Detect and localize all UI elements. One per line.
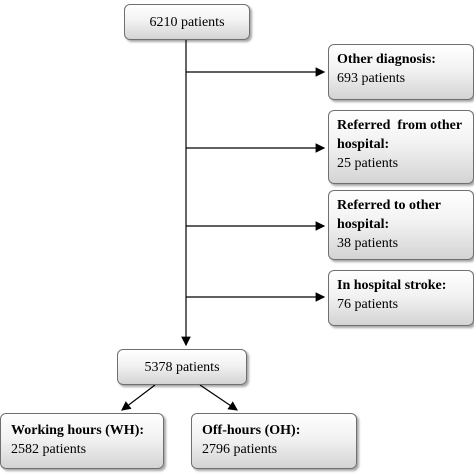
exclusion-title-line-2: hospital: (337, 217, 390, 232)
group-box-working-hours: Working hours (WH): 2582 patients (0, 413, 164, 469)
group-box-off-hours: Off-hours (OH): 2796 patients (191, 413, 357, 469)
total-patients-box: 6210 patients (124, 4, 250, 40)
exclusion-box-referred-from-other-hospital: Referred from other hospital: 25 patient… (328, 110, 474, 184)
exclusion-box-other-diagnosis: Other diagnosis: 693 patients (328, 44, 474, 100)
group-title: Off-hours (OH): (202, 423, 301, 438)
exclusion-title: Other diagnosis: (337, 52, 436, 67)
group-count: 2796 patients (202, 442, 278, 457)
split-arrow-off-hours (199, 384, 238, 411)
included-patients-label: 5378 patients (144, 359, 220, 375)
exclusion-title-line-2: hospital: (337, 137, 390, 152)
included-patients-box: 5378 patients (117, 349, 247, 385)
exclusion-count: 693 patients (337, 71, 406, 86)
exclusion-title-line-1: Referred to other (337, 198, 441, 213)
group-count: 2582 patients (11, 442, 87, 457)
exclusion-count: 25 patients (337, 156, 399, 171)
exclusion-box-in-hospital-stroke: In hospital stroke: 76 patients (328, 270, 474, 326)
exclusion-box-referred-to-other-hospital: Referred to other hospital: 38 patients (328, 190, 474, 260)
exclusion-title: In hospital stroke: (337, 278, 447, 293)
split-arrow-working-hours (121, 384, 156, 411)
exclusion-title-line-1: Referred from other (337, 118, 463, 133)
exclusion-count: 76 patients (337, 297, 399, 312)
total-patients-label: 6210 patients (149, 14, 225, 30)
group-title: Working hours (WH): (11, 423, 145, 438)
exclusion-count: 38 patients (337, 236, 399, 251)
